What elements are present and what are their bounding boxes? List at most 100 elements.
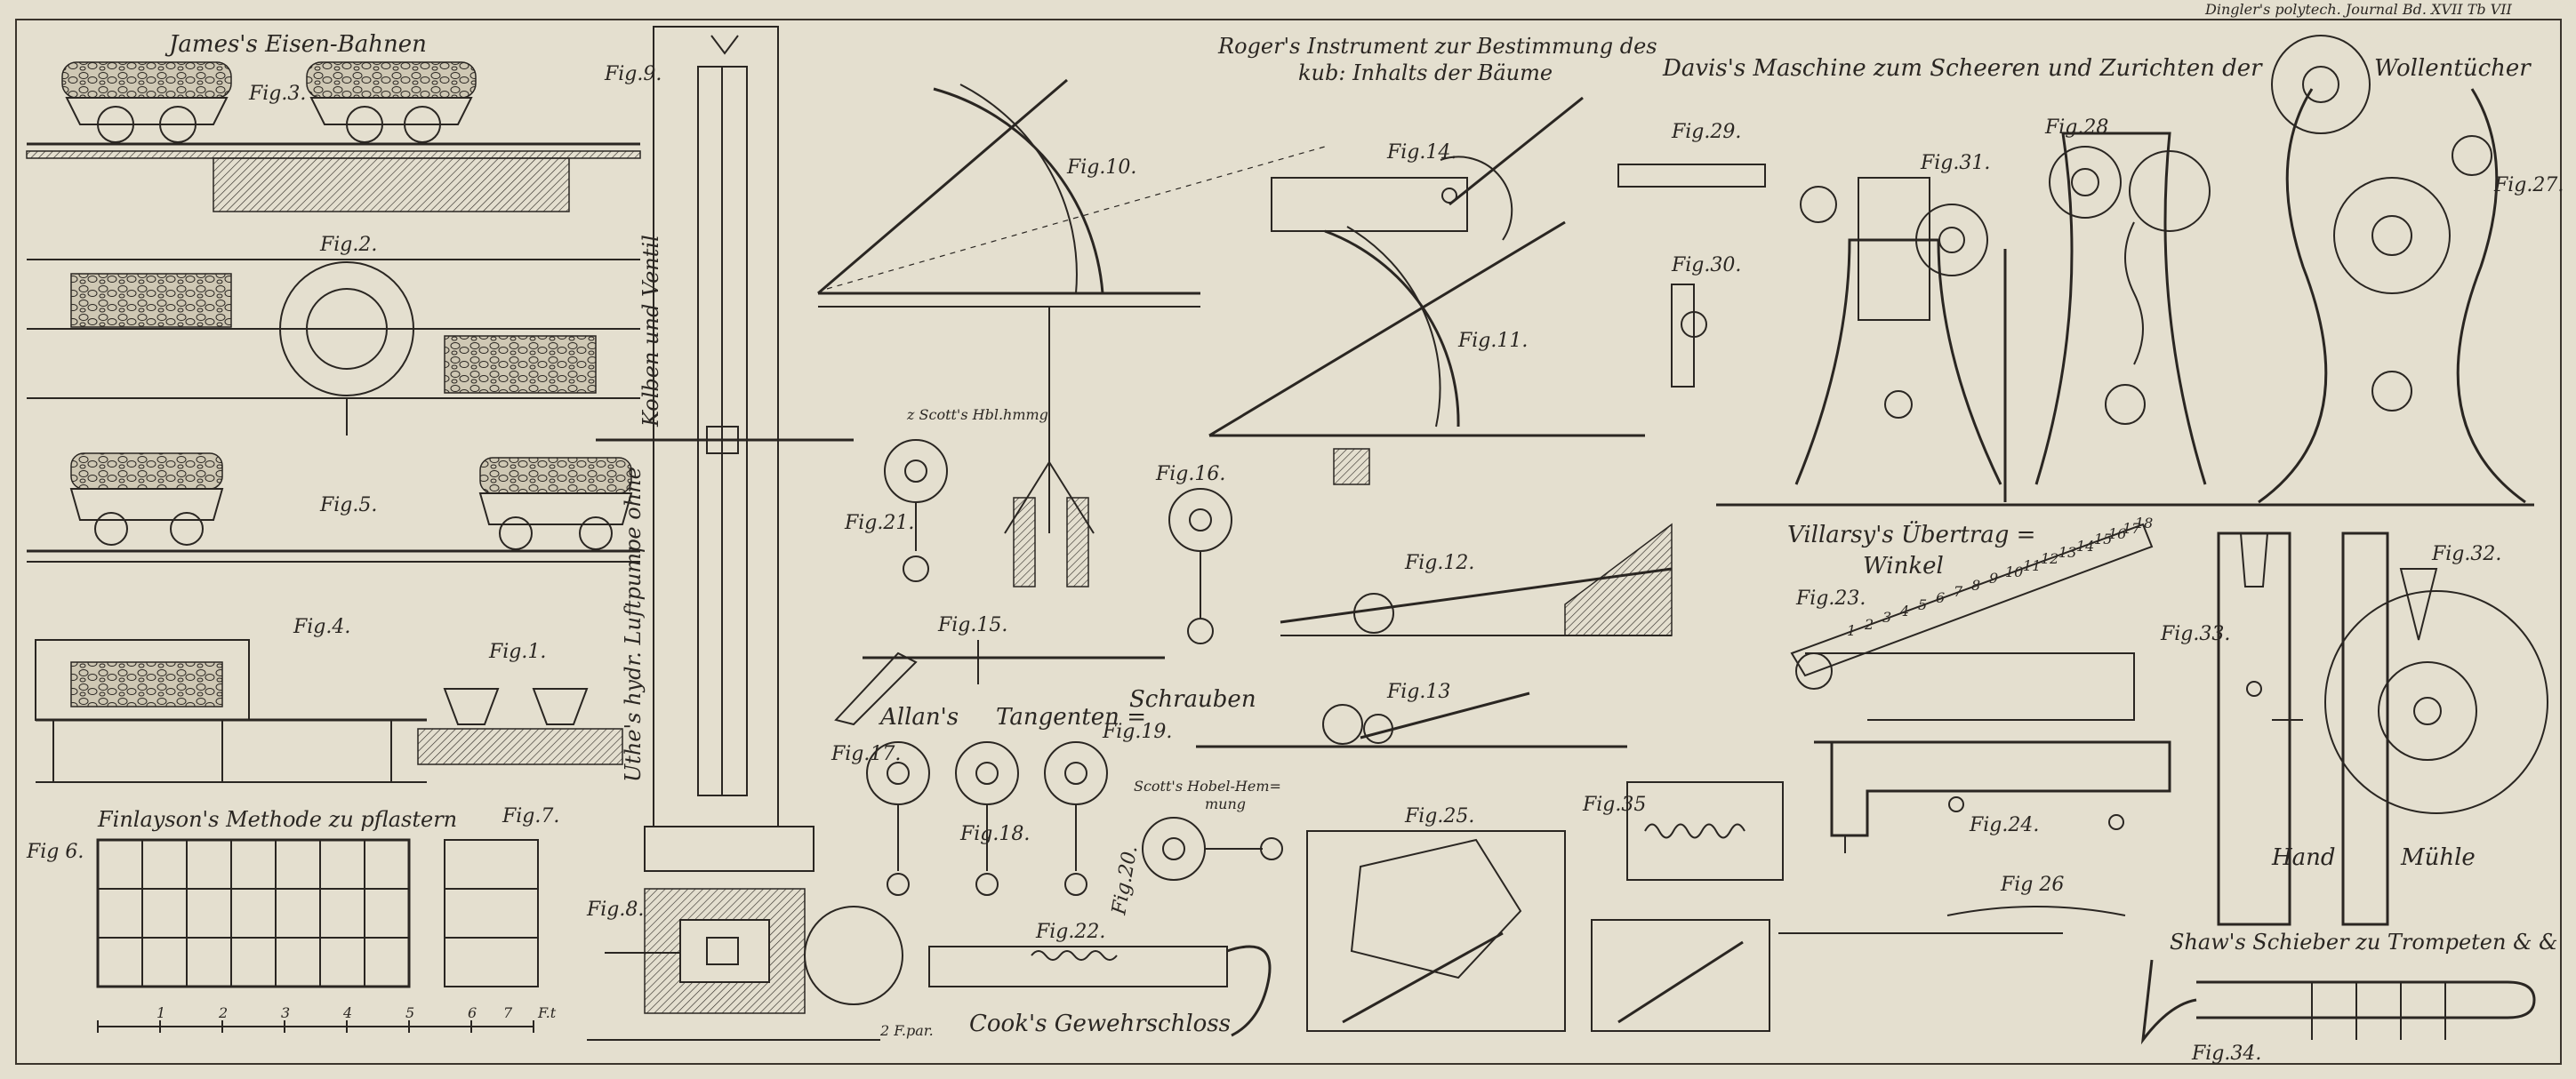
mechanism-fig13	[1196, 691, 1627, 748]
fig22-label: Fig.22.	[1035, 921, 1105, 943]
drawing-frame-fig25	[1306, 830, 1566, 1032]
villarsy-tick-1: 1	[1847, 622, 1856, 639]
fig24-label: Fig.24.	[1969, 814, 2039, 836]
shearing-machine-fig31	[1794, 177, 2007, 502]
davis-title-1: Davis's Maschine zum Scheeren und Zurich…	[1662, 55, 2263, 82]
fig13-label: Fig.13	[1386, 681, 1450, 703]
fig10-label: Fig.10.	[1066, 156, 1136, 179]
hoppers-fig1	[417, 688, 623, 765]
fig26-label: Fig 26	[2000, 874, 2064, 896]
fig9-label: Fig.9.	[604, 63, 662, 85]
cook-title: Cook's Gewehrschloss	[969, 1011, 1231, 1037]
villarsy-tick-17: 17	[2123, 520, 2141, 537]
fig7-label: Fig.7.	[502, 805, 559, 827]
fig11-label: Fig.11.	[1457, 330, 1528, 352]
title-james: James's Eisen-Bahnen	[165, 31, 427, 58]
roger-title-1: Roger's Instrument zur Bestimmung des	[1217, 34, 1657, 59]
tool-fig15	[834, 640, 1165, 726]
railway-wagons-fig5	[27, 452, 640, 563]
hand-mill-fig33	[2217, 532, 2303, 926]
villarsy-tick-18: 18	[2135, 515, 2153, 532]
villarsy-tick-5: 5	[1918, 596, 1927, 613]
fig2-label: Fig.2.	[319, 234, 377, 256]
hand-label: Hand	[2271, 844, 2336, 871]
scale-tick-1: 1	[156, 1004, 165, 1021]
air-pump-fig9	[596, 26, 854, 872]
villarsy-tick-2: 2	[1864, 616, 1874, 633]
villarsy-tick-3: 3	[1882, 609, 1891, 626]
shearing-machine-fig27	[2258, 35, 2526, 504]
fig17-label: Fig.17.	[831, 743, 901, 765]
railway-wagons-fig3	[26, 61, 641, 212]
gun-lock-fig22	[928, 945, 1272, 1037]
fig12-label: Fig.12.	[1404, 552, 1474, 574]
scale-tick-3: 3	[281, 1004, 290, 1021]
roger-instrument-fig10	[817, 78, 1326, 587]
scale-tick-5: 5	[405, 1004, 414, 1021]
hand-mill-fig32	[2324, 532, 2548, 926]
fig16-label: Fig.16.	[1155, 463, 1225, 485]
fig34-label: Fig.34.	[2191, 1043, 2261, 1065]
fig8-label: Fig.8.	[586, 899, 644, 921]
machine-fig30	[1671, 284, 1707, 388]
villarsy-tick-6: 6	[1936, 589, 1945, 606]
scale-tick-7: 7	[503, 1004, 513, 1021]
roger-title-2: kub: Inhalts der Bäume	[1298, 60, 1553, 85]
tangent-screws-fig17-19	[866, 741, 1108, 896]
villarsy-tick-12: 12	[2041, 550, 2058, 567]
villarsy-tick-10: 10	[2005, 563, 2023, 580]
escapement-fig20	[1142, 817, 1283, 881]
pavement-grid-fig6	[96, 838, 411, 988]
scott-title-b2: mung	[1205, 795, 1246, 812]
allan-title-3: Schrauben	[1129, 686, 1256, 713]
trumpet-fig34	[2140, 959, 2536, 1045]
fig35-label: Fig.35	[1582, 794, 1646, 816]
fig32-label: Fig.32.	[2431, 543, 2501, 565]
scale-bar	[97, 1020, 534, 1033]
lever-fig12	[1280, 523, 1673, 636]
caliper-fig14	[1271, 96, 1584, 241]
fig1-label: Fig.1.	[488, 641, 546, 663]
muehle-label: Mühle	[2400, 844, 2476, 871]
villarsy-tick-16: 16	[2108, 525, 2126, 542]
allan-title-2: Tangenten =	[996, 704, 1146, 731]
escapement-fig16	[1168, 488, 1232, 644]
villarsy-tick-8: 8	[1971, 577, 1980, 594]
fig4-label: Fig.4.	[293, 616, 350, 638]
villarsy-tick-13: 13	[2058, 544, 2076, 561]
scale-tick-2: 2	[218, 1004, 228, 1021]
davis-title-2: Wollentücher	[2374, 55, 2532, 82]
railway-plan-fig2	[27, 259, 640, 436]
shearing-machine-fig28	[2034, 132, 2211, 485]
villarsy-tick-15: 15	[2094, 531, 2112, 547]
escapement-fig21	[884, 439, 948, 582]
fig28-label: Fig.28	[2044, 116, 2108, 139]
frame-fig26	[1591, 906, 2126, 1032]
fig31-label: Fig.31.	[1920, 152, 1990, 174]
scale-unit: 2 F.par.	[879, 1022, 934, 1039]
villarsy-tick-14: 14	[2076, 538, 2094, 555]
villarsy-tick-9: 9	[1989, 570, 1998, 587]
scale-tick-ft: F.t	[537, 1004, 557, 1021]
clamp-fig24	[1814, 740, 2171, 853]
pavement-section-fig7	[444, 839, 539, 987]
fig25-label: Fig.25.	[1404, 805, 1474, 827]
villarsy-tick-4: 4	[1899, 603, 1909, 619]
protractor-fig23	[1790, 523, 2154, 721]
fig20-label: Fig.20.	[1108, 844, 1142, 918]
fig33-label: Fig.33.	[2160, 623, 2230, 645]
villarsy-title-2: Winkel	[1863, 553, 1944, 579]
title-finlayson: Finlayson's Methode zu pflastern	[97, 807, 457, 832]
fig21-label: Fig.21.	[844, 512, 914, 534]
roger-instrument-fig11	[1208, 220, 1645, 485]
villarsy-tick-11: 11	[2023, 557, 2041, 574]
spring-box-fig35	[1626, 781, 1784, 881]
scott-title-b1: Scott's Hobel-Hem=	[1134, 778, 1281, 795]
fig18-label: Fig.18.	[959, 823, 1030, 845]
railway-section-fig4	[35, 639, 427, 783]
journal-header: Dingler's polytech. Journal Bd. XVII Tb …	[2204, 1, 2513, 18]
uthe-title: Uthe's hydr. Luftpumpe ohne	[621, 467, 646, 782]
machine-fig29	[1617, 164, 1766, 188]
fig27-label: Fig.27.	[2493, 174, 2564, 196]
